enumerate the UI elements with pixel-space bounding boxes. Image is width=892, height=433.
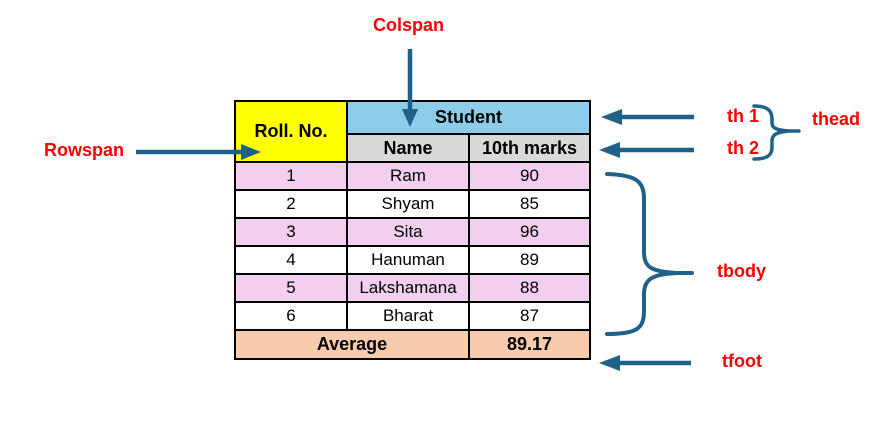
roll-cell: 4 [234, 245, 348, 275]
table-row: 4 Hanuman 89 [234, 245, 591, 275]
name-cell: Sita [346, 217, 470, 247]
table-row: 1 Ram 90 [234, 161, 591, 191]
footer-row: Average 89.17 [234, 329, 591, 360]
marks-header-cell: 10th marks [468, 133, 591, 163]
table-row: 6 Bharat 87 [234, 301, 591, 331]
rollno-header-cell: Roll. No. [234, 100, 348, 163]
name-header-cell: Name [346, 133, 470, 163]
student-marks-table: Roll. No. Student Name 10th marks 1 Ram … [234, 100, 591, 360]
name-cell: Bharat [346, 301, 470, 331]
average-value-cell: 89.17 [468, 329, 591, 360]
table-row: 2 Shyam 85 [234, 189, 591, 219]
roll-cell: 6 [234, 301, 348, 331]
th2-arrow [599, 142, 694, 158]
tfoot-arrow [599, 355, 691, 371]
table-body-section: 1 Ram 90 2 Shyam 85 3 Sita 96 4 Hanuman … [234, 161, 591, 331]
table-foot-section: Average 89.17 [234, 329, 591, 360]
marks-cell: 87 [468, 301, 591, 331]
marks-cell: 90 [468, 161, 591, 191]
name-cell: Ram [346, 161, 470, 191]
thead-brace [752, 104, 801, 161]
th1-arrow [601, 109, 694, 125]
roll-cell: 2 [234, 189, 348, 219]
student-header-cell: Student [346, 100, 591, 135]
roll-cell: 1 [234, 161, 348, 191]
marks-cell: 85 [468, 189, 591, 219]
table-row: 3 Sita 96 [234, 217, 591, 247]
table-head-section: Roll. No. Student Name 10th marks [234, 100, 591, 163]
name-cell: Hanuman [346, 245, 470, 275]
rowspan-label: Rowspan [44, 140, 125, 160]
name-cell: Shyam [346, 189, 470, 219]
header-row-1: Roll. No. Student [234, 100, 591, 163]
th1-label: th 1 [727, 106, 760, 126]
tbody-label: tbody [717, 261, 766, 281]
name-cell: Lakshamana [346, 273, 470, 303]
colspan-label: Colspan [373, 15, 445, 35]
thead-label: thead [812, 109, 861, 129]
header-row-2: Name 10th marks [235, 133, 591, 163]
marks-cell: 88 [468, 273, 591, 303]
average-label-cell: Average [234, 329, 470, 360]
table-row: 5 Lakshamana 88 [234, 273, 591, 303]
roll-cell: 3 [234, 217, 348, 247]
tfoot-label: tfoot [722, 351, 762, 371]
tbody-brace [605, 172, 694, 336]
roll-cell: 5 [234, 273, 348, 303]
marks-cell: 96 [468, 217, 591, 247]
th2-label: th 2 [727, 138, 760, 158]
marks-cell: 89 [468, 245, 591, 275]
